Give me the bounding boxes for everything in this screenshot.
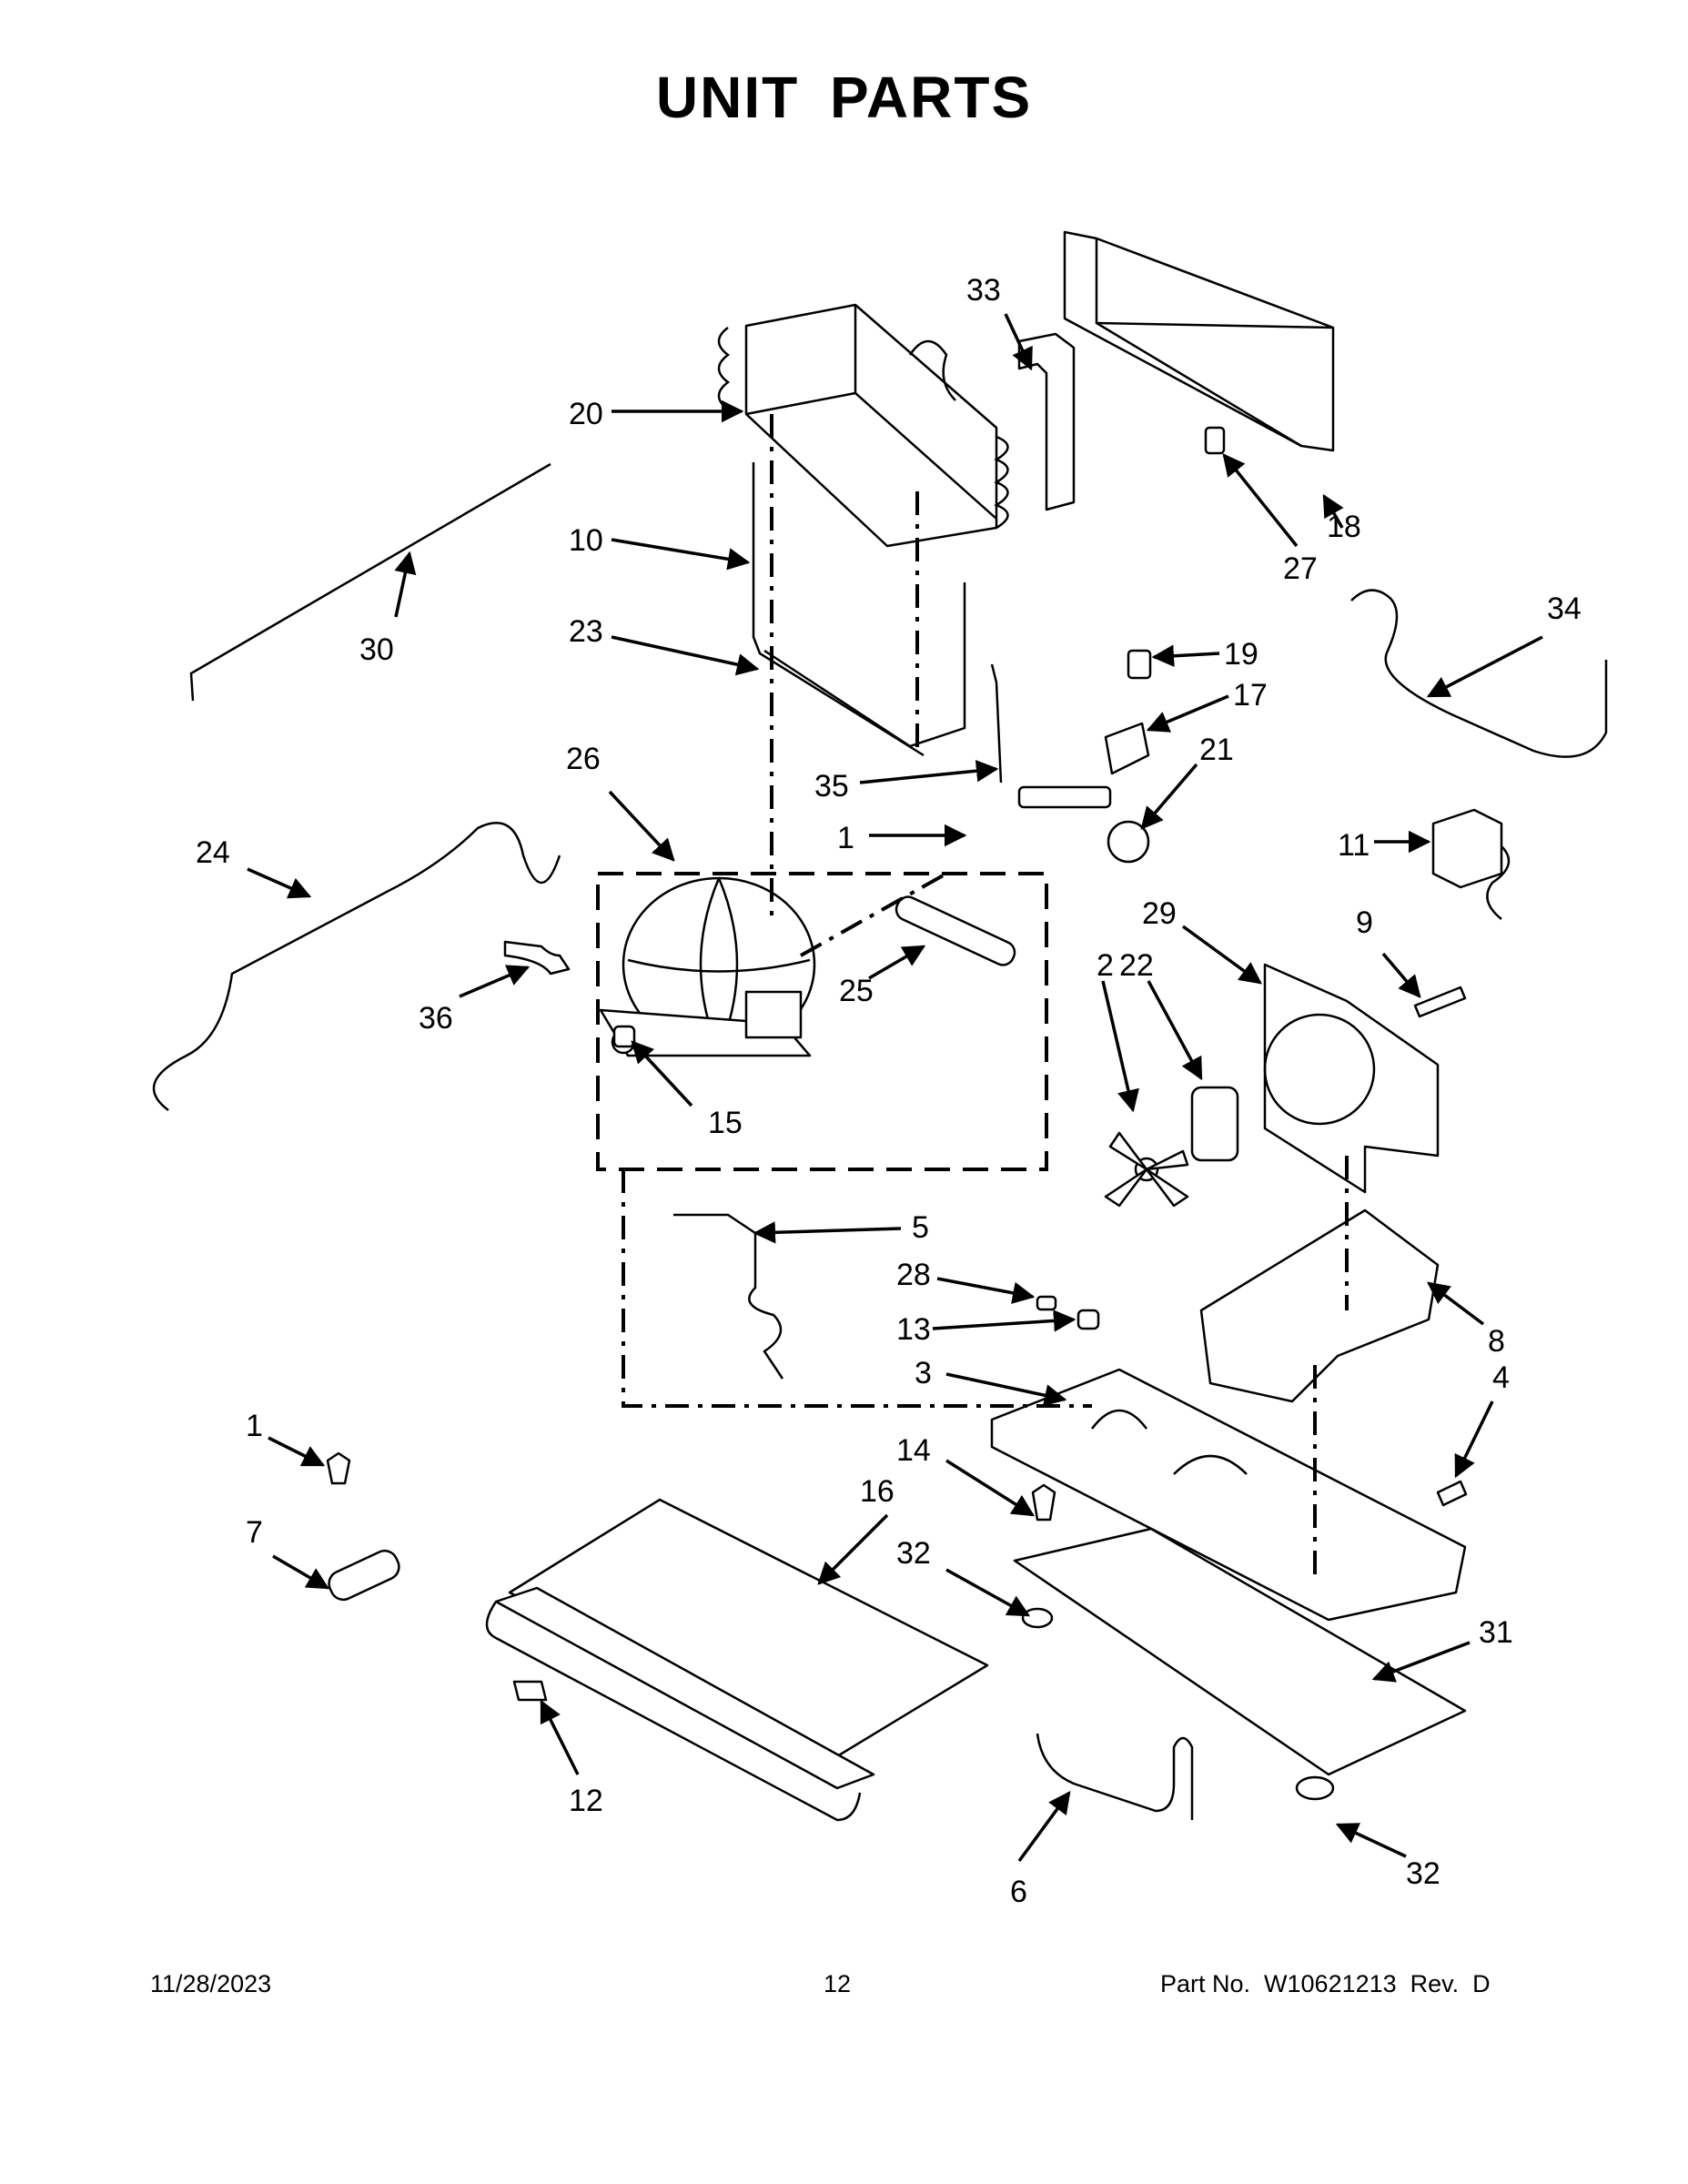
wire-30-part xyxy=(189,462,551,702)
compressor-part xyxy=(599,876,816,1057)
harness-24-part xyxy=(152,822,561,1111)
callout-label: 27 xyxy=(1283,551,1318,586)
tube-5-part xyxy=(673,1213,784,1380)
grommet-13-part xyxy=(1076,1309,1100,1330)
foot-32-left-part xyxy=(1021,1607,1054,1629)
callout-label: 16 xyxy=(860,1474,895,1509)
compressor-dashed-box xyxy=(596,872,1048,1171)
callout-label: 32 xyxy=(1406,1856,1440,1891)
callout-arrows xyxy=(247,313,1543,1863)
tube-6-part xyxy=(1036,1733,1194,1820)
callout-label: 20 xyxy=(569,397,603,431)
drain-pan-8-part xyxy=(1199,1208,1440,1403)
callout-label: 21 xyxy=(1199,733,1234,767)
fan-motor-assembly-part xyxy=(1017,649,1152,864)
fan-blade-2-part xyxy=(1104,1131,1189,1208)
grommet-28-part xyxy=(1036,1295,1057,1311)
callout-label: 30 xyxy=(359,632,394,667)
callout-label: 25 xyxy=(839,974,874,1008)
callout-label: 2 xyxy=(1097,948,1114,983)
callout-label: 34 xyxy=(1547,592,1582,626)
screw-9-part xyxy=(1413,986,1467,1018)
callout-label: 1 xyxy=(246,1409,263,1443)
grommet-15-part xyxy=(612,1025,636,1048)
relay-11-part xyxy=(1431,808,1511,920)
callout-label: 15 xyxy=(708,1106,743,1140)
callout-label: 36 xyxy=(419,1001,453,1036)
tube-10-part xyxy=(752,462,925,757)
callout-label: 22 xyxy=(1119,948,1154,983)
cover-18-part xyxy=(1063,230,1335,452)
callout-label: 19 xyxy=(1224,637,1258,672)
callout-label: 6 xyxy=(1010,1875,1027,1909)
fan-shroud-29-part xyxy=(1263,963,1440,1194)
callout-label: 28 xyxy=(896,1258,931,1292)
callout-label: 32 xyxy=(896,1536,931,1571)
drier-25-part xyxy=(895,895,1016,966)
screw-1-lower-part xyxy=(326,1451,351,1485)
condenser-coil-part xyxy=(717,303,1009,548)
leader-compressor-basepan xyxy=(622,1169,1092,1408)
footer-date: 11/28/2023 xyxy=(150,1970,272,1997)
callout-label: 1 xyxy=(837,821,854,855)
callout-label: 9 xyxy=(1356,905,1373,940)
fan-motor-22-part xyxy=(1190,1086,1239,1162)
callout-label: 13 xyxy=(896,1312,931,1347)
clip-27-part xyxy=(1204,426,1226,455)
callout-label: 31 xyxy=(1479,1615,1513,1650)
callout-label: 5 xyxy=(912,1210,929,1245)
callout-label: 10 xyxy=(569,523,603,558)
callout-label: 4 xyxy=(1492,1360,1510,1395)
base-pan-3-part xyxy=(990,1368,1467,1622)
clip-12-part xyxy=(512,1680,548,1702)
callout-label: 12 xyxy=(569,1784,603,1818)
callout-label: 17 xyxy=(1233,678,1268,713)
callout-label: 24 xyxy=(196,835,230,870)
callout-label: 23 xyxy=(569,614,603,649)
tube-7-part xyxy=(328,1549,400,1602)
callout-label: 35 xyxy=(814,769,849,804)
callout-labels: 33 20 18 27 10 30 23 34 19 17 21 26 35 1… xyxy=(196,273,1582,1909)
page-title: UNIT PARTS xyxy=(655,65,1033,130)
footer-part-number: Part No. W10621213 Rev. D xyxy=(1160,1970,1491,1997)
callout-label: 8 xyxy=(1488,1324,1505,1359)
drain-tube-34-part xyxy=(1350,589,1608,758)
callout-label: 7 xyxy=(246,1515,263,1550)
leader-compressor-drier xyxy=(800,872,947,957)
callout-label: 18 xyxy=(1327,510,1361,544)
screw-14-part xyxy=(1031,1483,1056,1522)
footer-page-number: 12 xyxy=(824,1970,852,1997)
foot-32-right-part xyxy=(1295,1775,1335,1801)
callout-label: 33 xyxy=(966,273,1001,308)
callout-label: 3 xyxy=(915,1356,932,1390)
callout-label: 26 xyxy=(566,742,601,776)
callout-label: 14 xyxy=(896,1433,931,1468)
callout-label: 29 xyxy=(1142,896,1177,931)
bracket-36-part xyxy=(503,940,571,976)
harness-35-part xyxy=(990,663,1003,784)
tube-23-part xyxy=(763,582,966,748)
callout-label: 11 xyxy=(1338,828,1370,863)
screw-4-part xyxy=(1436,1480,1468,1507)
cover-31-part xyxy=(1013,1527,1467,1776)
condenser-16-part xyxy=(485,1498,989,1822)
